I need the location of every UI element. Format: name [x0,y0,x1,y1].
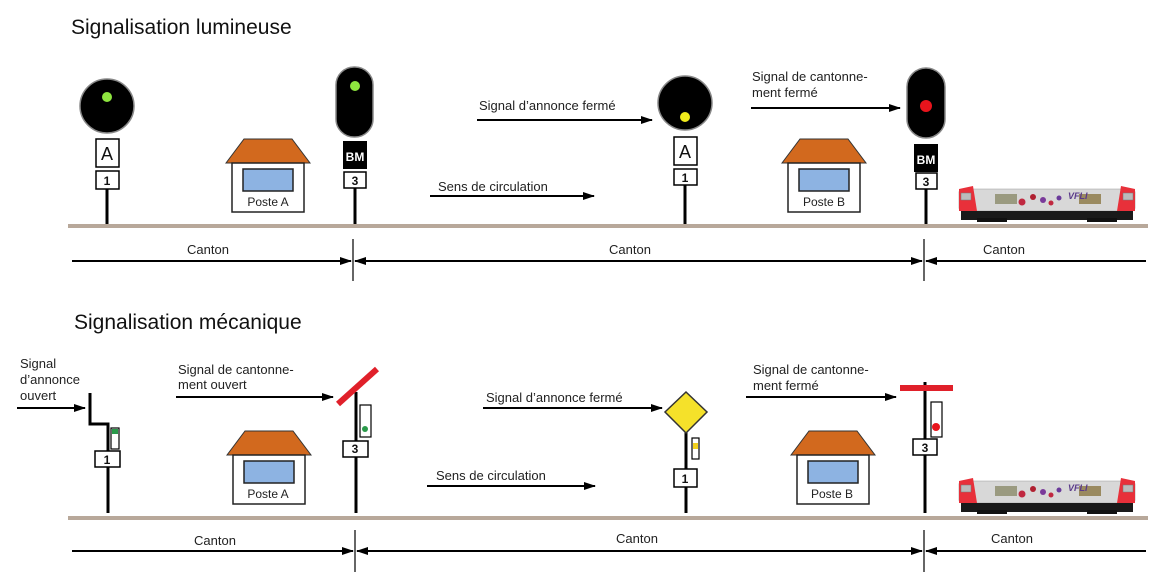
signal-plate-number: 1 [682,472,689,486]
block-signal-open: BM 3 [335,66,374,224]
announce-signal-open: A 1 [79,78,135,224]
callout-announce-open-line1: Signal [20,356,56,371]
signal-head [79,78,135,134]
track [68,224,1148,228]
signal-plate-number: 1 [104,453,111,467]
locomotive: VFLI [958,477,1136,515]
callout-announce-closed: Signal d’annonce fermé [479,98,616,113]
svg-text:Poste B: Poste B [803,195,845,209]
yellow-light-icon [693,443,698,449]
svg-text:Poste A: Poste A [247,195,288,209]
semaphore-arm [900,385,953,391]
canton-dimensions: Canton Canton Canton [72,239,1146,281]
svg-text:Poste A: Poste A [247,487,288,501]
callout-announce-open-line3: ouvert [20,388,57,403]
green-light-icon [362,426,368,432]
signal-plate-number: 3 [923,175,930,189]
callout-block-closed-line2: ment fermé [752,85,818,100]
locomotive: VFLI [958,185,1136,223]
signal-plate-letter: BM [917,153,936,167]
callout-block-open-line2: ment ouvert [178,377,247,392]
canton-dimensions: Canton Canton Canton [72,530,1146,572]
section-title: Signalisation mécanique [74,311,302,334]
signal-plate-number: 1 [104,174,111,188]
canton-label: Canton [187,242,229,257]
callout-block-open-line1: Signal de cantonne- [178,362,294,377]
section-title: Signalisation lumineuse [71,16,292,39]
signal-box-poste-a: Poste A [225,138,311,213]
block-signal-mech-closed: 3 [900,382,953,513]
signal-plate-number: 3 [922,441,929,455]
track [68,516,1148,520]
direction-label: Sens de circulation [438,179,548,194]
signal-box-poste-a: Poste A [226,430,312,505]
callout-block-closed-line1: Signal de cantonne- [753,362,869,377]
diamond-board [663,390,709,435]
green-light-icon [102,92,112,102]
canton-label: Canton [983,242,1025,257]
signal-plate-number: 1 [682,171,689,185]
section-lumineuse: Signalisation lumineuse A 1 Poste A BM [68,16,1148,281]
signal-head [335,66,374,138]
yellow-light-icon [680,112,690,122]
signal-plate-number: 3 [352,174,359,188]
canton-label: Canton [616,531,658,546]
canton-label: Canton [991,531,1033,546]
signal-box-poste-b: Poste B [781,138,867,213]
direction-label: Sens de circulation [436,468,546,483]
announce-signal-mech-closed: 1 [663,390,709,513]
svg-text:VFLI: VFLI [1068,191,1088,201]
canton-label: Canton [609,242,651,257]
green-light-icon [112,429,118,434]
block-signal-closed: BM 3 [906,67,946,224]
signal-plate-number: 3 [352,442,359,456]
red-light-icon [920,100,932,112]
callout-block-closed-line2: ment fermé [753,378,819,393]
section-mecanique: Signalisation mécanique Signal d’annonce… [17,311,1148,572]
callout-block-closed-line1: Signal de cantonne- [752,69,868,84]
signal-plate-letter: A [101,144,113,164]
svg-text:Poste B: Poste B [811,487,853,501]
green-light-icon [350,81,360,91]
callout-announce-closed: Signal d’annonce fermé [486,390,623,405]
callout-announce-open-line2: d’annonce [20,372,80,387]
svg-text:VFLI: VFLI [1068,483,1088,493]
signal-head [657,75,713,131]
signal-plate-letter: BM [346,150,365,164]
announce-signal-closed: A 1 [657,75,713,224]
announce-signal-mech-open: 1 [88,393,121,513]
semaphore-arm [335,366,380,407]
red-light-icon [932,423,940,431]
signal-plate-letter: A [679,142,691,162]
signal-box-poste-b: Poste B [790,430,876,505]
canton-label: Canton [194,533,236,548]
block-signal-mech-open: 3 [335,366,380,513]
